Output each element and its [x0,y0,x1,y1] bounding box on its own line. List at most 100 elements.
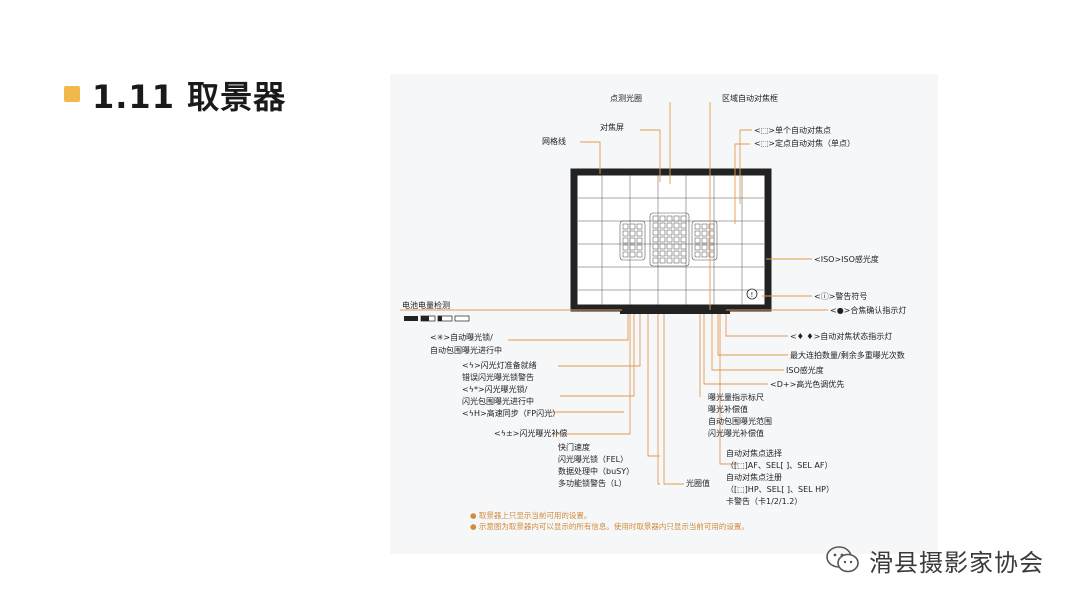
af-point [659,250,666,257]
af-point [622,230,629,237]
af-point [666,236,673,243]
af-point [694,237,701,244]
af-point [659,229,666,236]
af-point [694,230,701,237]
af-point [636,230,643,237]
af-point [680,257,687,264]
af-point [701,230,708,237]
label-fel: 闪光曝光锁（FEL） [558,454,628,464]
af-point [666,215,673,222]
label-busy: 数据处理中（buSY） [558,466,634,476]
af-point [680,243,687,250]
watermark: 滑县摄影家协会 [825,540,1044,580]
af-point [622,223,629,230]
af-point [666,243,673,250]
label-card-warning: 卡警告（卡1/2/1.2） [726,496,802,506]
af-point [629,237,636,244]
warning-icon [746,288,758,300]
label-flash-comp-value: 闪光曝光补偿值 [708,428,764,438]
wechat-icon [826,546,859,573]
label-grid-lines: 网格线 [542,136,566,146]
af-point [673,215,680,222]
af-point [708,223,715,230]
af-point [673,236,680,243]
label-iso: <ISO>ISO感光度 [814,254,879,264]
af-point [680,250,687,257]
af-point [694,223,701,230]
watermark-text: 滑县摄影家协会 [869,548,1044,577]
label-hp-sel: （[⬚]HP、SEL[ ]、SEL HP） [726,485,834,494]
label-aperture: 光圈值 [686,478,710,488]
af-point [636,244,643,251]
af-point [622,251,629,258]
af-point [622,237,629,244]
viewfinder-frame [570,168,772,312]
label-single-af-point: <⬚>单个自动对焦点 [754,125,831,135]
af-point [708,244,715,251]
label-fel-warning: 错误闪光曝光锁警告 [462,372,534,382]
af-point [636,223,643,230]
title-bullet [64,86,80,102]
af-point [701,244,708,251]
status-bar [620,310,730,314]
footnote-1: ● 取景器上只显示当前可用的设置。 [470,510,591,520]
af-point [659,215,666,222]
af-point [652,243,659,250]
label-aeb-range: 自动包围曝光范围 [708,416,772,426]
af-point [652,257,659,264]
af-point [622,244,629,251]
af-point [666,222,673,229]
footnote-2: ● 示意图为取景器内可以显示的所有信息。使用时取景器内只显示当前可用的设置。 [470,521,749,531]
label-focusing-screen: 对焦屏 [600,122,624,132]
af-point [666,229,673,236]
af-point [680,222,687,229]
af-point [701,251,708,258]
af-point [629,244,636,251]
label-aeb-in-progress: 自动包围曝光进行中 [430,345,502,355]
label-highlight-tone: <D+>高光色调优先 [770,379,844,389]
af-point-array [619,212,718,267]
slide-title: 1.11 取景器 [92,78,287,116]
label-hss: <ϟH>高速同步（FP闪光） [462,408,560,418]
label-meter-scale: 曝光量指示标尺 [708,392,764,402]
af-point [652,222,659,229]
af-zone [619,220,646,261]
af-point [652,236,659,243]
label-af-sel: （[⬚]AF、SEL[ ]、SEL AF） [726,461,832,470]
label-battery-check: 电池电量检测 [402,300,450,310]
af-point [673,250,680,257]
af-point [636,237,643,244]
leader-lines [400,102,828,485]
label-ae-lock: <✳>自动曝光锁/ [430,332,493,342]
battery-icon [404,315,470,322]
label-shutter-speed: 快门速度 [558,442,590,452]
label-multi-lock: 多功能锁警告（L） [558,478,626,488]
af-point [673,243,680,250]
af-point [652,229,659,236]
label-max-burst: 最大连拍数量/剩余多重曝光次数 [790,350,905,360]
af-point [673,229,680,236]
warning-mark: ! [751,291,754,299]
af-point [708,237,715,244]
af-point [659,236,666,243]
label-flash-comp: <ϟ±>闪光曝光补偿 [494,428,567,438]
label-iso-speed: ISO感光度 [786,365,824,375]
af-zone [691,220,718,261]
af-point [666,257,673,264]
af-point [680,229,687,236]
label-spot-circle: 点测光圈 [610,93,642,103]
label-af-status: <♦ ♦>自动对焦状态指示灯 [790,331,892,341]
viewfinder-figure: ! [390,74,938,554]
af-point [629,230,636,237]
label-spot-af-point: <⬚>定点自动对焦（单点） [754,138,855,148]
viewfinder-diagram: ! [400,93,906,531]
label-focus-confirm: <●>合焦确认指示灯 [830,305,906,315]
af-point [652,250,659,257]
af-point [629,251,636,258]
af-point [673,222,680,229]
label-warning: <ⓘ>警告符号 [814,291,867,301]
af-point [708,230,715,237]
af-point [636,251,643,258]
af-point [694,251,701,258]
